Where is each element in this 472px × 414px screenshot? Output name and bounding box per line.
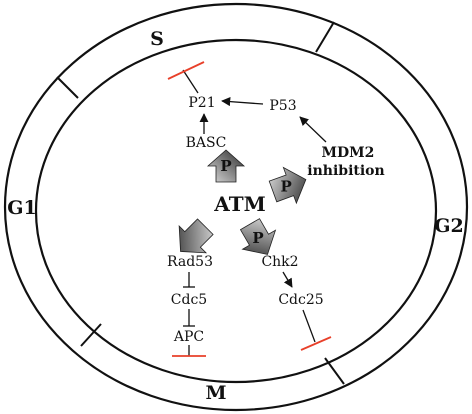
- phase-label-g2: G2: [434, 215, 463, 237]
- arrow-p53-to-p21: [221, 97, 264, 107]
- phase-label-s: S: [150, 28, 164, 50]
- boundary-g1-m: [80, 323, 102, 347]
- arrow-chk2-to-cdc25: [282, 271, 293, 288]
- node-mdm2-line1: MDM2: [322, 145, 375, 161]
- outer-cycle-ring: [3, 2, 469, 412]
- node-p21: P21: [188, 95, 215, 111]
- phospho-arrow-basc: P: [206, 149, 246, 183]
- inhibition-bar-cdc25: [300, 336, 332, 351]
- inner-cycle-ring: [34, 38, 438, 384]
- boundary-s-g2: [315, 21, 335, 53]
- node-apc: APC: [173, 329, 204, 345]
- phospho-arrow-chk2: P: [239, 218, 277, 255]
- phospho-arrow-mdm2: P: [268, 166, 307, 205]
- inhibition-line-cdc25: [302, 309, 316, 343]
- node-chk2: Chk2: [261, 254, 298, 270]
- phase-label-g1: G1: [7, 197, 36, 219]
- node-basc: BASC: [186, 135, 227, 151]
- inhibition-line-p21: [182, 69, 199, 94]
- phospho-label-chk2: P: [252, 229, 263, 247]
- phospho-label-basc: P: [220, 157, 231, 175]
- node-cdc25: Cdc25: [278, 292, 323, 308]
- arrow-mdm2-to-p53: [299, 116, 327, 143]
- inhibition-bar-p21: [167, 61, 205, 80]
- node-rad53: Rad53: [167, 254, 213, 270]
- node-mdm2-line2: inhibition: [307, 163, 384, 179]
- node-cdc5: Cdc5: [171, 292, 207, 308]
- node-p53: P53: [269, 98, 296, 114]
- atm-label: ATM: [213, 192, 265, 216]
- phospho-arrow-rad53: [178, 218, 214, 254]
- phospho-label-mdm2: P: [280, 178, 291, 196]
- boundary-s-g1: [56, 76, 79, 99]
- boundary-g2-m: [324, 357, 345, 385]
- phase-label-m: M: [205, 382, 226, 404]
